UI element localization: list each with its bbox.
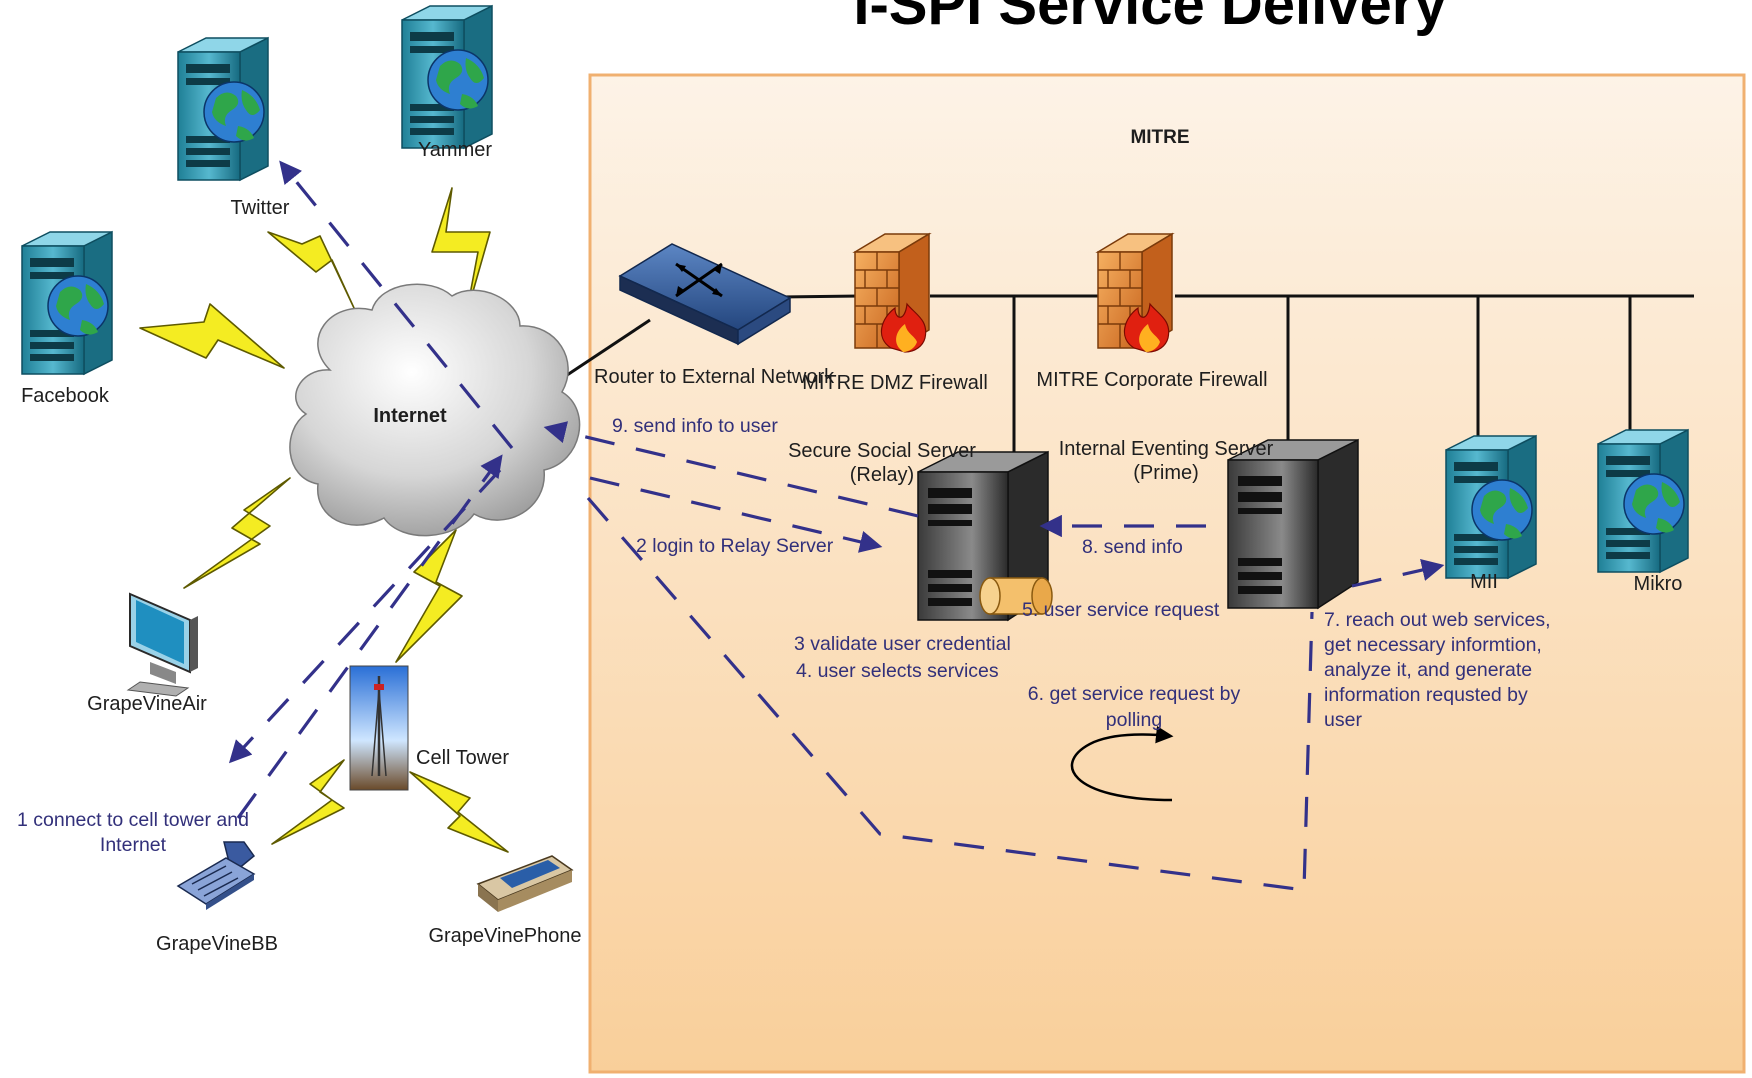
zone-label: MITRE xyxy=(1130,127,1189,148)
step-6-line2: polling xyxy=(1106,709,1162,731)
flow-to-mii xyxy=(1351,559,1445,588)
step-3: 3 validate user credential xyxy=(794,633,1011,655)
node-label-grapevine-bb: GrapeVineBB xyxy=(156,933,278,955)
dmz-firewall-icon xyxy=(854,233,930,353)
router-icon xyxy=(618,243,792,346)
network-links xyxy=(539,294,1694,462)
bolt-twitter xyxy=(267,231,355,309)
twitter-server-icon xyxy=(177,37,269,181)
node-label-corp-firewall: MITRE Corporate Firewall xyxy=(1036,369,1267,391)
facebook-server-icon xyxy=(21,231,113,375)
bolt-air xyxy=(183,477,291,589)
wireless-links xyxy=(139,187,509,853)
bolt-facebook xyxy=(139,303,285,369)
node-label-mikro: Mikro xyxy=(1634,573,1683,595)
node-label-yammer: Yammer xyxy=(418,139,492,161)
page-title: I-SPI Service Delivery xyxy=(853,0,1446,37)
step-6-line1: 6. get service request by xyxy=(1028,683,1241,705)
corp-firewall-icon xyxy=(1097,233,1173,353)
grapevine-bb-icon xyxy=(176,841,256,910)
flow-send-to-user xyxy=(543,421,919,518)
step-1-line2: Internet xyxy=(100,834,167,856)
step-1-line1: 1 connect to cell tower and xyxy=(17,809,249,831)
node-label-internet: Internet xyxy=(373,405,447,427)
step-7-line1: 7. reach out web services, xyxy=(1324,609,1551,631)
grapevine-phone-icon xyxy=(476,855,574,912)
step-7-line5: user xyxy=(1324,709,1362,731)
mii-server-icon xyxy=(1445,435,1537,579)
step-2: 2 login to Relay Server xyxy=(636,535,834,557)
step-7-line4: information requsted by xyxy=(1324,684,1528,706)
node-label-router: Router to External Network xyxy=(594,366,835,388)
node-label-twitter: Twitter xyxy=(231,197,290,219)
step-9: 9. send info to user xyxy=(612,415,778,437)
node-label-grapevine-phone: GrapeVinePhone xyxy=(428,925,581,947)
node-label-mii: MII xyxy=(1470,571,1498,593)
grapevine-air-icon xyxy=(126,592,198,697)
mikro-server-icon xyxy=(1597,429,1689,573)
flow-polling-loop xyxy=(586,496,1314,892)
polling-arrow xyxy=(1070,725,1174,802)
node-label-cell-tower: Cell Tower xyxy=(416,747,509,769)
yammer-server-icon xyxy=(401,5,493,149)
flow-lines xyxy=(228,160,1445,892)
step-7-line2: get necessary informtion, xyxy=(1324,634,1542,656)
step-4: 4. user selects services xyxy=(796,660,999,682)
flow-return-to-device xyxy=(228,468,502,764)
node-label-prime-sub: (Prime) xyxy=(1133,462,1199,484)
node-label-prime-server: Internal Eventing Server xyxy=(1059,438,1274,460)
prime-server-icon xyxy=(1227,439,1359,609)
cell-tower-icon xyxy=(349,665,409,791)
step-8: 8. send info xyxy=(1082,536,1183,558)
step-5: 5. user service request xyxy=(1022,599,1220,621)
database-icon xyxy=(979,577,1053,615)
node-label-facebook: Facebook xyxy=(21,385,110,407)
node-label-relay-sub: (Relay) xyxy=(850,464,914,486)
internet-cloud: Internet xyxy=(289,283,581,537)
bolt-bb xyxy=(271,759,345,845)
step-7-line3: analyze it, and generate xyxy=(1324,659,1532,681)
bolt-tower xyxy=(395,529,463,663)
bolt-phone xyxy=(409,771,509,853)
flow-to-twitter xyxy=(279,160,514,450)
mitre-zone xyxy=(588,73,1746,1074)
node-label-dmz-firewall: MITRE DMZ Firewall xyxy=(802,372,988,394)
node-label-relay-server: Secure Social Server xyxy=(788,440,976,462)
node-label-grapevine-air: GrapeVineAir xyxy=(87,693,207,715)
